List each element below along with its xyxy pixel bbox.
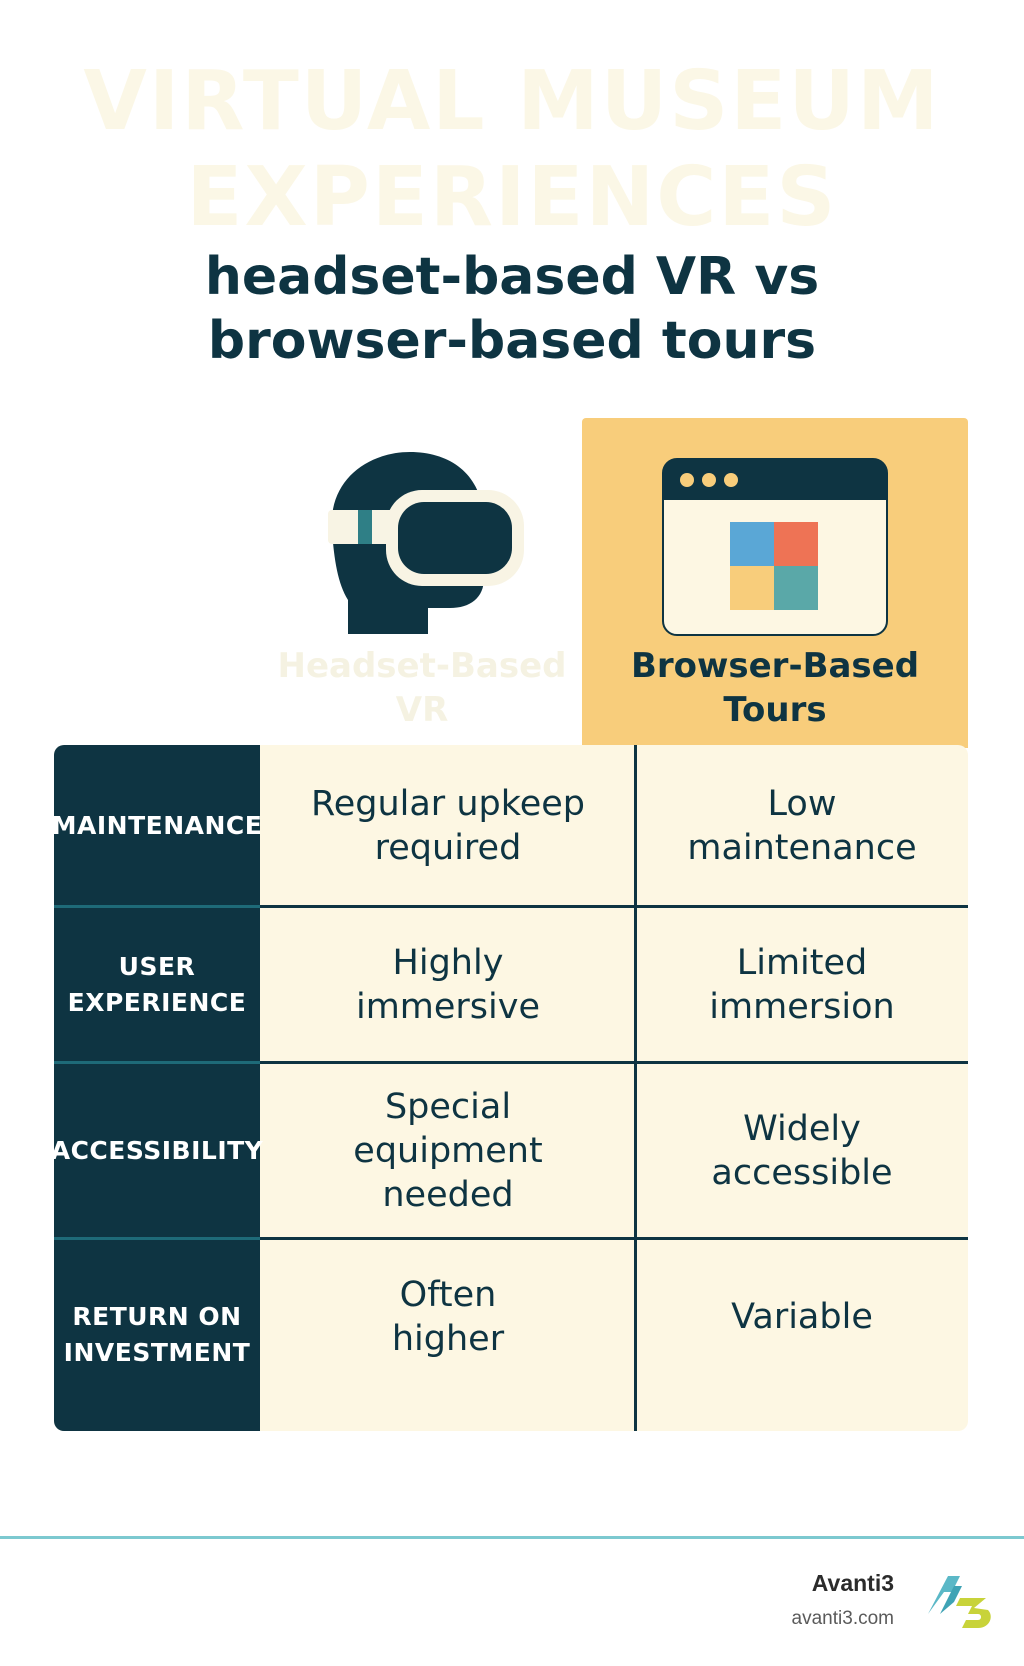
browser-window-icon (662, 458, 888, 636)
cell-maintenance-vr: Regular upkeep required (260, 745, 636, 907)
row-label-maintenance-line-1: MAINTENANCE (54, 811, 263, 840)
column-divider (634, 745, 637, 1431)
column-header-headset-vr-line-2: VR (395, 690, 449, 730)
title-line-2: EXPERIENCES (186, 150, 838, 245)
table-row-user-experience: USER EXPERIENCE Highly immersive Limited… (54, 907, 968, 1063)
cell-user-experience-vr-line-1: Highly (392, 943, 504, 983)
row-label-accessibility-line-1: ACCESSIBILITY (54, 1136, 264, 1165)
cell-user-experience-browser: Limited immersion (636, 907, 968, 1063)
row-label-return-on-investment-line-1: RETURN ON (72, 1302, 242, 1331)
cell-maintenance-browser-line-1: Low maintenance (687, 784, 917, 868)
row-divider-3 (260, 1237, 968, 1240)
column-header-browser-tours-line-2: Tours (723, 690, 827, 730)
cell-accessibility-vr-line-2: equipment (353, 1131, 543, 1171)
cell-maintenance-vr-line-2: required (374, 828, 522, 868)
cell-user-experience-vr-line-2: immersive (355, 987, 541, 1027)
cell-accessibility-vr-line-1: Special (384, 1087, 512, 1127)
row-divider-1 (260, 905, 968, 908)
row-label-user-experience-line-1: USER (118, 952, 196, 981)
cell-user-experience-browser-line-1: Limited (736, 943, 868, 983)
table-row-accessibility: ACCESSIBILITY Special equipment needed W… (54, 1063, 968, 1239)
row-label-return-on-investment-line-2: INVESTMENT (63, 1338, 251, 1367)
row-label-accessibility: ACCESSIBILITY (54, 1063, 264, 1239)
column-header-browser-tours-line-1: Browser-Based (630, 646, 920, 686)
cell-return-on-investment-vr: Often higher (260, 1239, 636, 1395)
label-separator-1 (54, 905, 260, 908)
cell-user-experience-browser-line-2: immersion (709, 987, 895, 1027)
cell-maintenance-vr-line-1: Regular upkeep (310, 784, 586, 824)
row-label-user-experience-line-2: EXPERIENCE (67, 988, 247, 1017)
column-header-browser-tours: Browser-Based Tours (582, 644, 968, 732)
cell-accessibility-browser-line-2: accessible (711, 1153, 893, 1193)
label-separator-2 (54, 1061, 260, 1064)
cell-accessibility-browser: Widely accessible (636, 1063, 968, 1239)
table-row-return-on-investment: RETURN ON INVESTMENT Often higher Variab… (54, 1239, 968, 1431)
row-divider-2 (260, 1061, 968, 1064)
footer-brand-url[interactable]: avanti3.com (791, 1608, 894, 1629)
table-row-maintenance: MAINTENANCE Regular upkeep required Low … (54, 745, 968, 907)
footer-divider (0, 1536, 1024, 1539)
cell-maintenance-browser: Low maintenance (636, 745, 968, 907)
row-label-maintenance: MAINTENANCE (54, 745, 263, 907)
cell-user-experience-vr: Highly immersive (260, 907, 636, 1063)
column-header-headset-vr-line-1: Headset-Based (277, 646, 567, 686)
cell-return-on-investment-browser: Variable (636, 1239, 968, 1395)
column-header-headset-vr: Headset-Based VR (262, 644, 582, 732)
subtitle: headset-based VR vs browser-based tours (0, 245, 1024, 373)
vr-headset-icon (328, 452, 524, 634)
cell-return-on-investment-vr-line-2: higher (391, 1319, 505, 1359)
cell-accessibility-vr-line-3: needed (382, 1175, 514, 1215)
cell-return-on-investment-browser-line-1: Variable (731, 1297, 873, 1337)
subtitle-line-2: browser-based tours (207, 311, 817, 371)
title-line-1: VIRTUAL MUSEUM (83, 54, 941, 149)
cell-accessibility-browser-line-1: Widely (743, 1109, 861, 1149)
row-label-return-on-investment: RETURN ON INVESTMENT (54, 1239, 260, 1431)
footer-brand-name: Avanti3 (811, 1570, 894, 1596)
cell-accessibility-vr: Special equipment needed (260, 1063, 636, 1239)
cell-return-on-investment-vr-line-1: Often (399, 1275, 497, 1315)
label-separator-3 (54, 1237, 260, 1240)
comparison-table: MAINTENANCE Regular upkeep required Low … (54, 745, 968, 1431)
avanti3-logo-icon (928, 1576, 991, 1628)
subtitle-line-1: headset-based VR vs (204, 247, 820, 307)
row-label-user-experience: USER EXPERIENCE (54, 907, 260, 1063)
